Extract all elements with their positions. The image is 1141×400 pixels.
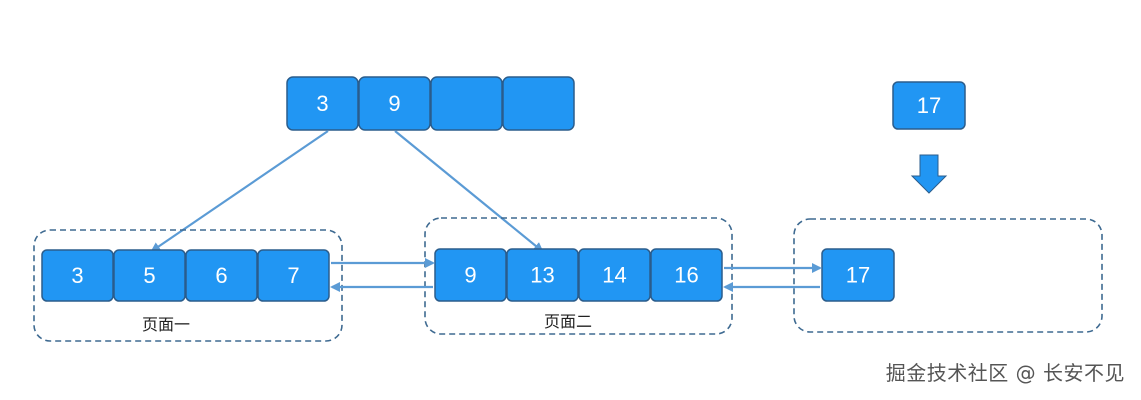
root-pointer-arrow [394,130,544,253]
leaf-key-text: 14 [602,263,626,288]
leaf-key-cell: 5 [113,249,186,302]
leaf-key-text: 7 [287,263,299,288]
root-node: 3 9 [286,76,575,131]
leaf-key-cell: 13 [506,248,579,302]
page-label: 页面二 [544,312,592,331]
root-key-text: 9 [388,91,400,116]
leaf-key-text: 16 [674,263,698,288]
leaf-key-cell: 6 [185,249,258,302]
leaf-key-cell: 3 [41,249,114,302]
page-frame [33,229,343,342]
root-pointer-arrow [150,130,329,253]
page-two: 9 13 14 16 页面二 [424,217,733,335]
leaf-key-cell: 14 [578,248,651,302]
page-frame [793,218,1103,333]
root-key-text: 3 [316,91,328,116]
root-key-cell [430,76,503,131]
watermark: 掘金技术社区 @ 长安不见 [885,361,1125,385]
leaf-key-cell: 9 [434,248,507,302]
leaf-key-cell: 17 [821,248,895,302]
root-key-cell [502,76,575,131]
page-frame [424,217,733,335]
incoming-key-text: 17 [917,93,941,118]
incoming-key-cell: 17 [892,81,966,130]
leaf-key-text: 6 [215,263,227,288]
page-three: 17 [793,218,1103,333]
page-label: 页面一 [142,315,190,334]
leaf-key-text: 9 [464,263,476,288]
leaf-key-text: 5 [143,263,155,288]
leaf-key-text: 3 [71,263,83,288]
insert-down-arrow-icon [910,154,948,194]
leaf-key-text: 17 [846,263,870,288]
leaf-key-cell: 7 [257,249,330,302]
root-key-cell: 9 [358,76,431,131]
page-one: 3 5 6 7 页面一 [33,229,343,342]
leaf-key-cell: 16 [650,248,723,302]
root-key-cell: 3 [286,76,359,131]
leaf-key-text: 13 [530,263,554,288]
